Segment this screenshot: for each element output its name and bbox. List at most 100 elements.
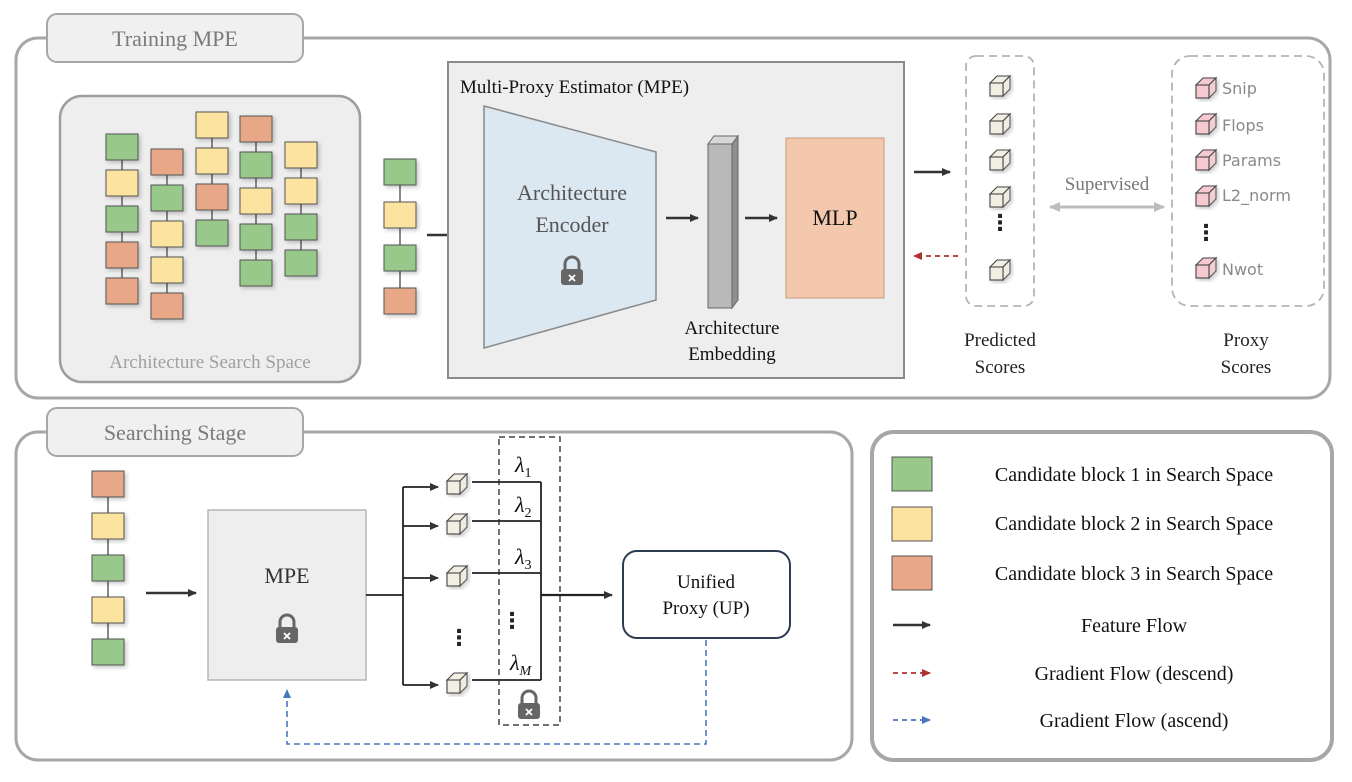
lambda-1: λ1 [514, 452, 532, 481]
candidate-block [239, 115, 273, 143]
score-cubes [445, 472, 469, 695]
candidate-block [239, 259, 273, 287]
proxy-name-snip: Snip [1222, 79, 1257, 98]
candidate-block [91, 638, 125, 666]
architecture-embedding-bar [707, 134, 739, 310]
cube-icon [988, 148, 1012, 172]
legend-label-feature: Feature Flow [1081, 615, 1188, 637]
legend-label-ascend: Gradient Flow (ascend) [1040, 710, 1229, 732]
searching-panel: Searching Stage MPE ⋮ [14, 407, 854, 762]
legend-label-block1: Candidate block 1 in Search Space [995, 464, 1273, 486]
lambda-weights-box [498, 436, 561, 726]
candidate-block [195, 183, 229, 211]
predicted-label-2: Scores [975, 357, 1026, 378]
cube-icon [988, 258, 1012, 282]
cube-icon [988, 185, 1012, 209]
cube-icon [1194, 184, 1218, 208]
cube-icon [1194, 256, 1218, 280]
mpe-title: Multi-Proxy Estimator (MPE) [460, 77, 689, 98]
gradient-ascend-arrow [283, 640, 707, 745]
embedding-label-1: Architecture [685, 318, 780, 339]
cube-icon [1194, 112, 1218, 136]
ellipsis-dots: ⋮ [448, 626, 470, 651]
candidate-block [195, 111, 229, 139]
search-space-box: Architecture Search Space [58, 94, 362, 384]
candidate-block [91, 470, 125, 498]
searching-tab[interactable] [46, 407, 304, 457]
search-space-label: Architecture Search Space [109, 352, 311, 373]
lambda-m: λM [509, 650, 533, 679]
cube-icon [988, 74, 1012, 98]
architecture-encoder [483, 105, 657, 349]
predicted-scores-box [965, 55, 1035, 307]
candidate-block [150, 292, 184, 320]
proxy-name-params: Params [1222, 151, 1281, 170]
legend-panel: Candidate block 1 in Search Space Candid… [870, 430, 1334, 762]
candidate-block [284, 141, 318, 169]
candidate-block [383, 287, 417, 315]
proxy-label-1: Proxy [1223, 330, 1269, 351]
cube-icon [445, 671, 469, 695]
training-panel: Training MPE Architecture Search Space M… [14, 13, 1332, 400]
lock-icon [518, 689, 540, 719]
candidate-block [91, 512, 125, 540]
ellipsis-dots: ⋮ [501, 609, 523, 634]
cube-icon [988, 112, 1012, 136]
proxy-score-cubes [1194, 76, 1218, 280]
candidate-block [195, 219, 229, 247]
mpe-frozen-box: MPE [207, 509, 367, 681]
encoder-label-1: Architecture [517, 180, 627, 205]
candidate-block [105, 205, 139, 233]
candidate-block [91, 554, 125, 582]
encoder-label-2: Encoder [535, 212, 609, 237]
lambda-3: λ3 [514, 544, 532, 573]
cube-icon [445, 512, 469, 536]
cube-icon [445, 472, 469, 496]
training-tab[interactable] [46, 13, 304, 63]
legend-swatch-block3 [891, 555, 933, 591]
candidate-block [383, 201, 417, 229]
cube-icon [445, 564, 469, 588]
candidate-block [105, 133, 139, 161]
candidate-block [383, 244, 417, 272]
supervised-label: Supervised [1065, 174, 1150, 195]
cube-icon [1194, 76, 1218, 100]
searching-tab-label: Searching Stage [104, 420, 246, 445]
mpe-box: Multi-Proxy Estimator (MPE) Architecture… [447, 61, 905, 379]
candidate-block [150, 184, 184, 212]
training-tab-label: Training MPE [112, 26, 238, 51]
fan-out-lines [366, 483, 439, 689]
predicted-score-cubes [988, 74, 1012, 282]
legend-swatch-block1 [891, 456, 933, 492]
candidate-architecture [91, 470, 125, 666]
weighted-lines [472, 481, 613, 681]
candidate-block [150, 220, 184, 248]
legend-label-block3: Candidate block 3 in Search Space [995, 563, 1273, 585]
candidate-block [284, 177, 318, 205]
proxy-name-nwot: Nwot [1222, 260, 1263, 279]
mlp-block [785, 137, 885, 299]
proxy-name-l2norm: L2_norm [1222, 186, 1291, 206]
ellipsis-dots: ⋮ [989, 211, 1011, 236]
candidate-block [239, 151, 273, 179]
mpe-label: MPE [264, 563, 309, 588]
candidate-block [383, 158, 417, 186]
ellipsis-dots: ⋮ [1195, 221, 1217, 246]
mlp-label: MLP [812, 205, 857, 230]
lock-icon [276, 613, 298, 643]
lock-icon [561, 255, 583, 285]
legend-label-descend: Gradient Flow (descend) [1035, 663, 1234, 685]
candidate-block [91, 596, 125, 624]
candidate-block [105, 169, 139, 197]
cube-icon [1194, 148, 1218, 172]
candidate-block [105, 277, 139, 305]
lambda-2: λ2 [514, 492, 532, 521]
unified-proxy-label-2: Proxy (UP) [662, 598, 749, 619]
embedding-label-2: Embedding [688, 344, 776, 365]
candidate-block [105, 241, 139, 269]
candidate-block [239, 187, 273, 215]
unified-proxy-box [622, 550, 791, 639]
legend-label-block2: Candidate block 2 in Search Space [995, 513, 1273, 535]
candidate-block [284, 249, 318, 277]
